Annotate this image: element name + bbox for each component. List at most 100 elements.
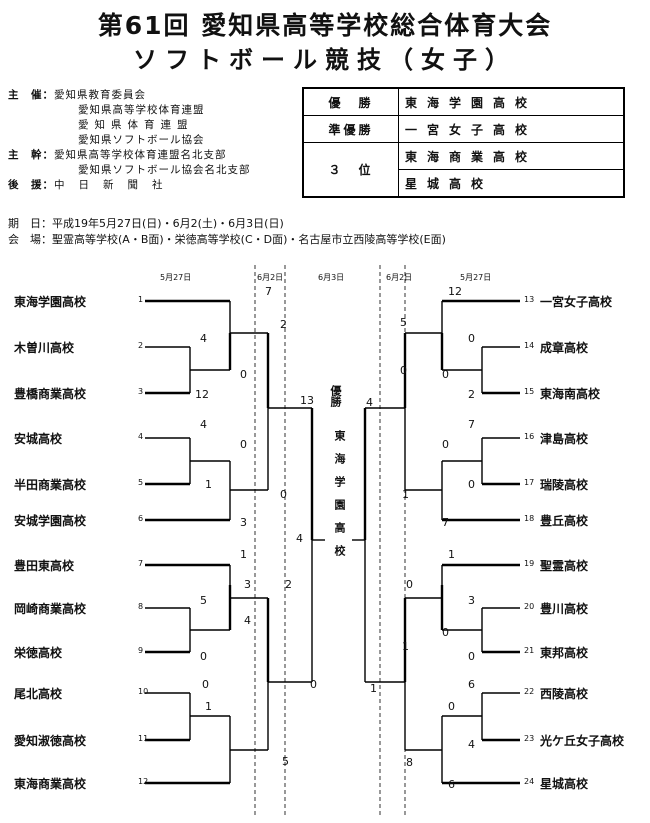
round-date-1: 6月2日 [257,273,284,282]
venue-text: 会 場：聖霊高等学校(A・B面)・栄徳高等学校(C・D面)・名古屋市立西陵高等学… [8,233,446,246]
seed-left-8: 8 [138,602,144,611]
score-left-14: 4 [244,614,251,627]
winner-row: 優 勝 東海学園高校 [302,87,625,116]
round-date-2: 6月3日 [318,273,345,282]
team-left-3: 豊橋商業高校 [14,387,87,401]
champion-label: 優勝 [329,385,342,407]
third-row: ３ 位 東海商業高校 [302,142,625,198]
score-left-16: 0 [280,488,287,501]
team-left-10: 尾北高校 [14,687,63,701]
score-right-16: 5 [400,316,407,329]
score-right-13: 0 [448,700,455,713]
team-left-12: 東海商業高校 [14,777,87,791]
team-right-3: 東海南高校 [540,387,601,401]
score-right-18: 1 [402,488,409,501]
team-left-9: 栄徳高校 [14,646,63,660]
score-left-21: 5 [282,755,289,768]
seed-left-7: 7 [138,559,144,568]
score-left-20: 0 [310,678,317,691]
seed-left-12: 12 [138,777,149,786]
team-right-1: 一宮女子高校 [540,295,613,309]
team-left-1: 東海学園高校 [14,295,87,309]
seed-right-4: 16 [524,432,535,441]
round-date-4: 5月27日 [460,273,492,282]
team-right-4: 津島高校 [540,432,589,446]
score-left-8: 1 [240,548,247,561]
score-left-7: 3 [240,516,247,529]
third-team-2: 星城高校 [398,169,625,198]
koen-0: 中日新聞社 [54,179,177,191]
score-right-17: 0 [400,364,407,377]
score-right-22: 4 [366,396,373,409]
third-row-2: 星城高校 [303,169,625,198]
seed-left-3: 3 [138,387,144,396]
score-right-0: 12 [448,285,462,298]
team-right-6: 豊丘高校 [540,514,589,528]
team-left-7: 豊田東高校 [14,559,75,573]
team-right-7: 聖霊高校 [540,559,589,573]
seed-left-1: 1 [138,295,144,304]
seed-left-9: 9 [138,646,144,655]
score-left-5: 0 [240,438,247,451]
shukan-0: 愛知県高等学校体育連盟名北支部 [54,149,227,161]
score-right-21: 8 [406,756,413,769]
score-left-2: 0 [240,368,247,381]
score-right-20: 1 [370,682,377,695]
organizer-block: 主 催：愛知県教育委員会 愛知県高等学校体育連盟 愛知県体育連盟 愛知県ソフトボ… [8,88,251,193]
team-left-6: 安城学園高校 [14,514,87,528]
score-left-15: 2 [280,318,287,331]
score-left-4: 4 [200,418,207,431]
team-left-11: 愛知淑徳高校 [14,734,87,748]
team-left-2: 木曽川高校 [14,341,75,355]
team-right-5: 瑞陵高校 [540,478,589,492]
score-right-11: 0 [468,650,475,663]
shukan-label: 主 幹： [8,149,54,161]
koen-label: 後 援： [8,179,54,191]
seed-right-3: 15 [524,387,535,396]
seed-left-4: 4 [138,432,144,441]
score-left-6: 1 [205,478,212,491]
score-left-19: 4 [296,532,303,545]
seed-right-1: 13 [524,295,535,304]
team-left-4: 安城高校 [14,432,63,446]
seed-left-10: 10 [138,687,149,696]
seed-right-6: 18 [524,514,535,523]
score-right-14: 4 [468,738,475,751]
results-table: 優 勝 東海学園高校 準優勝 一宮女子高校 ３ 位 東海商業高校 星城高校 [302,87,625,198]
seed-right-8: 20 [524,602,535,611]
score-left-12: 0 [202,678,209,691]
score-left-9: 5 [200,594,207,607]
score-left-0: 7 [265,285,272,298]
seed-left-5: 5 [138,478,144,487]
shukan-1: 愛知県ソフトボール協会名北支部 [78,164,251,176]
seed-left-11: 11 [138,734,149,743]
team-left-8: 岡崎商業高校 [14,602,87,616]
seed-left-6: 6 [138,514,144,523]
score-right-4: 7 [468,418,475,431]
schedule-block: 期 日：平成19年5月27日(日)・6月2(土)・6月3日(日) 会 場：聖霊高… [8,216,446,248]
title-line1: 第61回 愛知県高等学校総合体育大会 [97,11,553,40]
round-date-0: 5月27日 [160,273,192,282]
team-right-2: 成章高校 [540,341,589,355]
runner-row: 準優勝 一宮女子高校 [302,115,625,143]
score-left-18: 13 [300,394,314,407]
score-left-11: 0 [200,650,207,663]
winner-team: 東海学園高校 [398,87,625,116]
team-right-8: 豊川高校 [540,602,589,616]
score-right-7: 7 [442,516,449,529]
score-right-5: 0 [442,438,449,451]
score-right-2: 0 [442,368,449,381]
shusai-0: 愛知県教育委員会 [54,89,146,101]
score-right-8: 1 [448,548,455,561]
third-label: ３ 位 [302,142,399,198]
runner-label: 準優勝 [302,115,399,143]
champion-name: 東海学園高校 [333,430,346,568]
round-date-3: 6月2日 [386,273,413,282]
score-right-10: 0 [442,626,449,639]
title-line2: ソフトボール競技（女子） [133,46,517,74]
runner-team: 一宮女子高校 [398,115,625,143]
shusai-2: 愛知県体育連盟 [78,119,194,131]
team-left-5: 半田商業高校 [14,478,87,492]
score-left-10: 3 [244,578,251,591]
